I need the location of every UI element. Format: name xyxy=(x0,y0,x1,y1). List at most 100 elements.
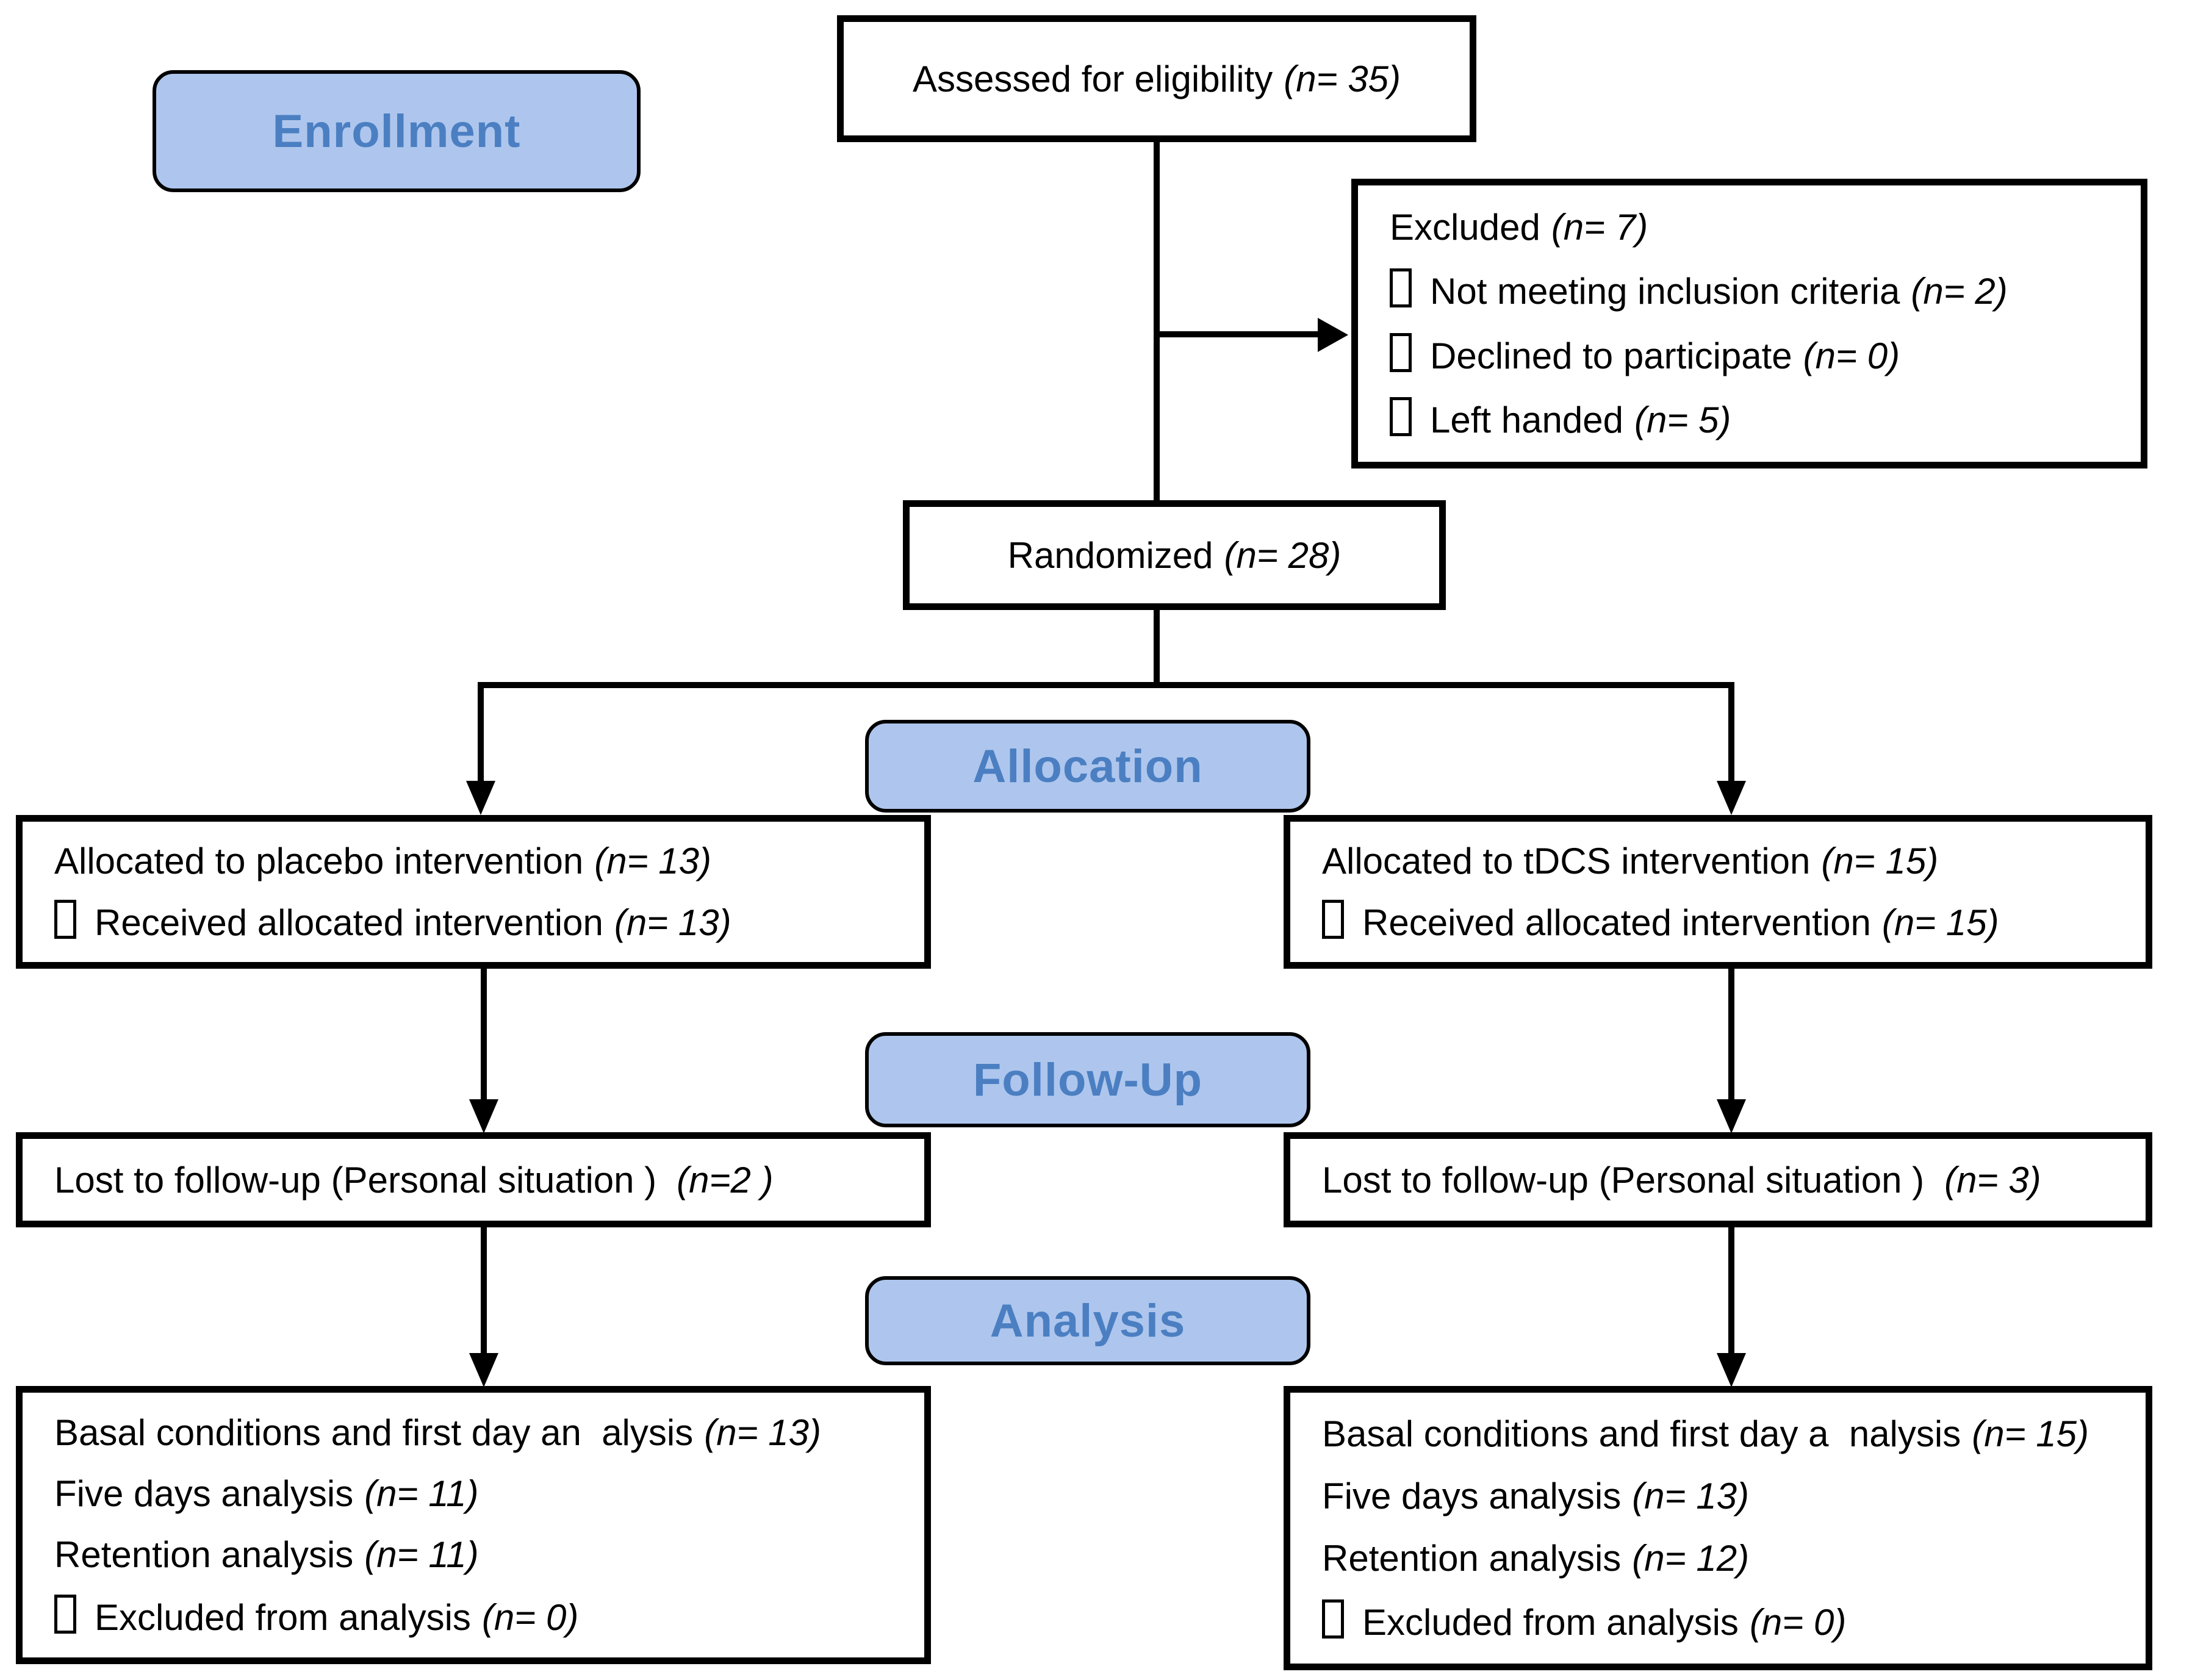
five-days-analysis-text: Five days analysis xyxy=(1322,1476,1622,1517)
connector-to-excluded xyxy=(1154,331,1321,337)
assessed-eligibility-box: Assessed for eligibility (n= 35) xyxy=(837,15,1476,142)
analysis-tdcs-box: Basal conditions and first day a nalysis… xyxy=(1284,1386,2152,1670)
allocation-tdcs-line1: Allocated to tDCS intervention(n= 15) xyxy=(1322,840,2141,882)
retention-analysis-text: Retention analysis xyxy=(54,1534,354,1575)
arrow-down-icon xyxy=(469,1099,498,1133)
missing-glyph-bullet-icon xyxy=(1390,397,1412,437)
excluded-from-analysis-n-value: (n= 0) xyxy=(481,1597,579,1638)
missing-glyph-bullet-icon xyxy=(54,1595,76,1634)
arrow-right-icon xyxy=(1318,318,1348,352)
missing-glyph-bullet-icon xyxy=(1390,332,1412,372)
excluded-item-row: Declined to participate (n= 0) xyxy=(1390,332,2136,377)
lost-followup-text: Lost to follow-up (Personal situation ) xyxy=(1322,1159,1925,1201)
analysis-placebo-line2: Five days analysis(n= 11) xyxy=(54,1473,919,1515)
five-days-analysis-n-value: (n= 11) xyxy=(364,1473,479,1514)
excluded-box: Excluded (n= 7) Not meeting inclusion cri… xyxy=(1351,179,2147,468)
excluded-item-text: Left handed xyxy=(1430,400,1623,441)
basal-analysis-text: Basal conditions and first day a nalysis xyxy=(1322,1413,1961,1454)
stage-label-analysis-text: Analysis xyxy=(990,1294,1186,1347)
stage-label-allocation: Allocation xyxy=(865,720,1310,813)
stage-label-enrollment-text: Enrollment xyxy=(272,105,521,157)
basal-analysis-n-value: (n= 13) xyxy=(704,1412,821,1453)
allocation-placebo-line2: Received allocated intervention (n= 13) xyxy=(54,900,919,944)
stage-label-analysis: Analysis xyxy=(865,1276,1310,1365)
analysis-tdcs-line3: Retention analysis(n= 12) xyxy=(1322,1537,2141,1579)
lost-followup-tdcs-box: Lost to follow-up (Personal situation ) (… xyxy=(1284,1132,2152,1227)
excluded-from-analysis-n-value: (n= 0) xyxy=(1749,1602,1847,1643)
lost-followup-text: Lost to follow-up (Personal situation ) xyxy=(54,1159,657,1201)
stage-label-followup: Follow-Up xyxy=(865,1032,1310,1127)
excluded-item-text: Not meeting inclusion criteria xyxy=(1430,271,1900,312)
allocation-placebo-box: Allocated to placebo intervention(n= 13)… xyxy=(16,815,931,969)
analysis-tdcs-line4: Excluded from analysis(n= 0) xyxy=(1322,1599,2141,1643)
analysis-placebo-line4: Excluded from analysis(n= 0) xyxy=(54,1595,919,1639)
basal-analysis-n-value: (n= 15) xyxy=(1972,1413,2089,1454)
assessed-label: Assessed for eligibility xyxy=(912,58,1273,99)
received-intervention-text: Received allocated intervention xyxy=(95,902,603,944)
excluded-item-row: Left handed (n= 5) xyxy=(1390,397,2136,441)
analysis-tdcs-line2: Five days analysis(n= 13) xyxy=(1322,1475,2141,1517)
excluded-item-n-value: (n= 2) xyxy=(1911,271,2008,312)
allocation-tdcs-n-value: (n= 15) xyxy=(1821,840,1939,881)
connector-assessed-to-randomized xyxy=(1154,142,1160,503)
connector-followup-to-analysis-right xyxy=(1728,1227,1734,1354)
received-intervention-text: Received allocated intervention xyxy=(1362,902,1871,944)
received-intervention-n-value: (n= 15) xyxy=(1881,902,1999,944)
connector-randomized-to-branch xyxy=(1154,610,1160,688)
received-intervention-n-value: (n= 13) xyxy=(614,902,731,944)
arrow-down-icon xyxy=(469,1353,498,1387)
five-days-analysis-n-value: (n= 13) xyxy=(1632,1476,1749,1517)
missing-glyph-bullet-icon xyxy=(1390,268,1412,308)
randomized-n-value: (n= 28) xyxy=(1224,534,1342,576)
randomized-text: Randomized (n= 28) xyxy=(1008,534,1342,576)
excluded-item-row: Not meeting inclusion criteria (n= 2) xyxy=(1390,268,2136,312)
randomized-box: Randomized (n= 28) xyxy=(903,500,1446,610)
arrow-down-icon xyxy=(1717,781,1746,815)
connector-alloc-to-followup-left xyxy=(481,969,487,1102)
excluded-n-value: (n= 7) xyxy=(1551,206,1648,248)
stage-label-followup-text: Follow-Up xyxy=(972,1054,1203,1106)
analysis-placebo-line3: Retention analysis(n= 11) xyxy=(54,1534,919,1576)
connector-branch-right-drop xyxy=(1728,682,1734,783)
connector-alloc-to-followup-right xyxy=(1728,969,1734,1102)
excluded-title-row: Excluded (n= 7) xyxy=(1390,206,2136,248)
allocation-placebo-n-value: (n= 13) xyxy=(594,840,712,881)
allocation-placebo-line1: Allocated to placebo intervention(n= 13) xyxy=(54,840,919,882)
missing-glyph-bullet-icon xyxy=(1322,900,1344,939)
missing-glyph-bullet-icon xyxy=(54,900,76,939)
assessed-n-value: (n= 35) xyxy=(1284,58,1401,99)
analysis-placebo-box: Basal conditions and first day an alysis… xyxy=(16,1386,931,1664)
connector-branch-left-drop xyxy=(478,682,484,783)
excluded-from-analysis-text: Excluded from analysis xyxy=(1362,1602,1739,1643)
excluded-item-text: Declined to participate xyxy=(1430,335,1792,376)
arrow-down-icon xyxy=(1717,1099,1746,1133)
retention-analysis-n-value: (n= 12) xyxy=(1632,1538,1750,1579)
connector-branch-horizontal xyxy=(478,682,1734,688)
five-days-analysis-text: Five days analysis xyxy=(54,1473,354,1514)
arrow-down-icon xyxy=(466,781,495,815)
lost-followup-n-value: (n=2 ) xyxy=(677,1159,774,1201)
stage-label-allocation-text: Allocation xyxy=(972,740,1203,792)
excluded-item-n-value: (n= 5) xyxy=(1634,400,1731,441)
allocation-tdcs-text: Allocated to tDCS intervention xyxy=(1322,840,1811,881)
excluded-item-n-value: (n= 0) xyxy=(1803,335,1900,376)
assessed-eligibility-text: Assessed for eligibility (n= 35) xyxy=(913,58,1401,100)
allocation-placebo-text: Allocated to placebo intervention xyxy=(54,840,584,881)
lost-followup-placebo-line: Lost to follow-up (Personal situation ) (… xyxy=(54,1159,919,1201)
allocation-tdcs-box: Allocated to tDCS intervention(n= 15) Re… xyxy=(1284,815,2152,969)
analysis-placebo-line1: Basal conditions and first day an alysis… xyxy=(54,1412,919,1454)
missing-glyph-bullet-icon xyxy=(1322,1599,1344,1639)
retention-analysis-text: Retention analysis xyxy=(1322,1538,1622,1579)
allocation-tdcs-line2: Received allocated intervention(n= 15) xyxy=(1322,900,2141,944)
lost-followup-tdcs-line: Lost to follow-up (Personal situation ) (… xyxy=(1322,1159,2141,1201)
analysis-tdcs-line1: Basal conditions and first day a nalysis… xyxy=(1322,1413,2141,1455)
lost-followup-placebo-box: Lost to follow-up (Personal situation ) (… xyxy=(16,1132,931,1227)
randomized-label: Randomized xyxy=(1007,534,1213,576)
connector-followup-to-analysis-left xyxy=(481,1227,487,1354)
excluded-from-analysis-text: Excluded from analysis xyxy=(95,1597,471,1638)
excluded-title: Excluded xyxy=(1390,206,1540,248)
lost-followup-n-value: (n= 3) xyxy=(1944,1159,2041,1201)
stage-label-enrollment: Enrollment xyxy=(153,70,641,192)
arrow-down-icon xyxy=(1717,1353,1746,1387)
